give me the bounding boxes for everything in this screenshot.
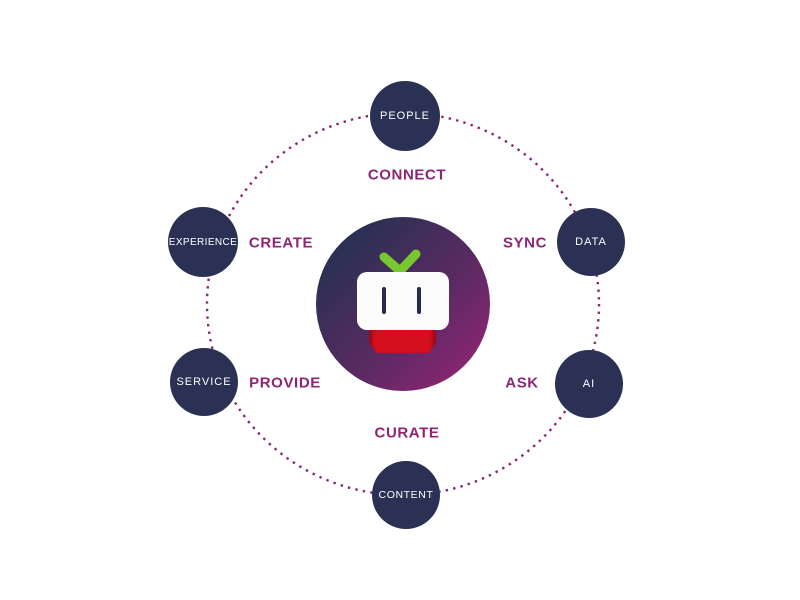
node-people: PEOPLE [370,81,440,151]
node-service: SERVICE [170,348,238,416]
verb-ask: ASK [505,374,539,392]
verb-provide: PROVIDE [249,374,321,392]
verb-curate: CURATE [374,424,440,442]
node-label: SERVICE [176,376,232,388]
center-gradient-circle [316,217,490,391]
node-ai: AI [555,350,623,418]
node-label: PEOPLE [379,110,431,122]
node-label: AI [582,378,596,390]
node-experience: EXPERIENCE [168,207,238,277]
node-content: CONTENT [372,461,440,529]
node-label: DATA [575,236,607,248]
node-label: CONTENT [378,489,434,501]
verb-connect: CONNECT [367,166,447,184]
node-data: DATA [557,208,625,276]
node-label: EXPERIENCE [168,236,238,248]
verb-sync: SYNC [502,234,548,252]
verb-create: CREATE [248,234,314,252]
